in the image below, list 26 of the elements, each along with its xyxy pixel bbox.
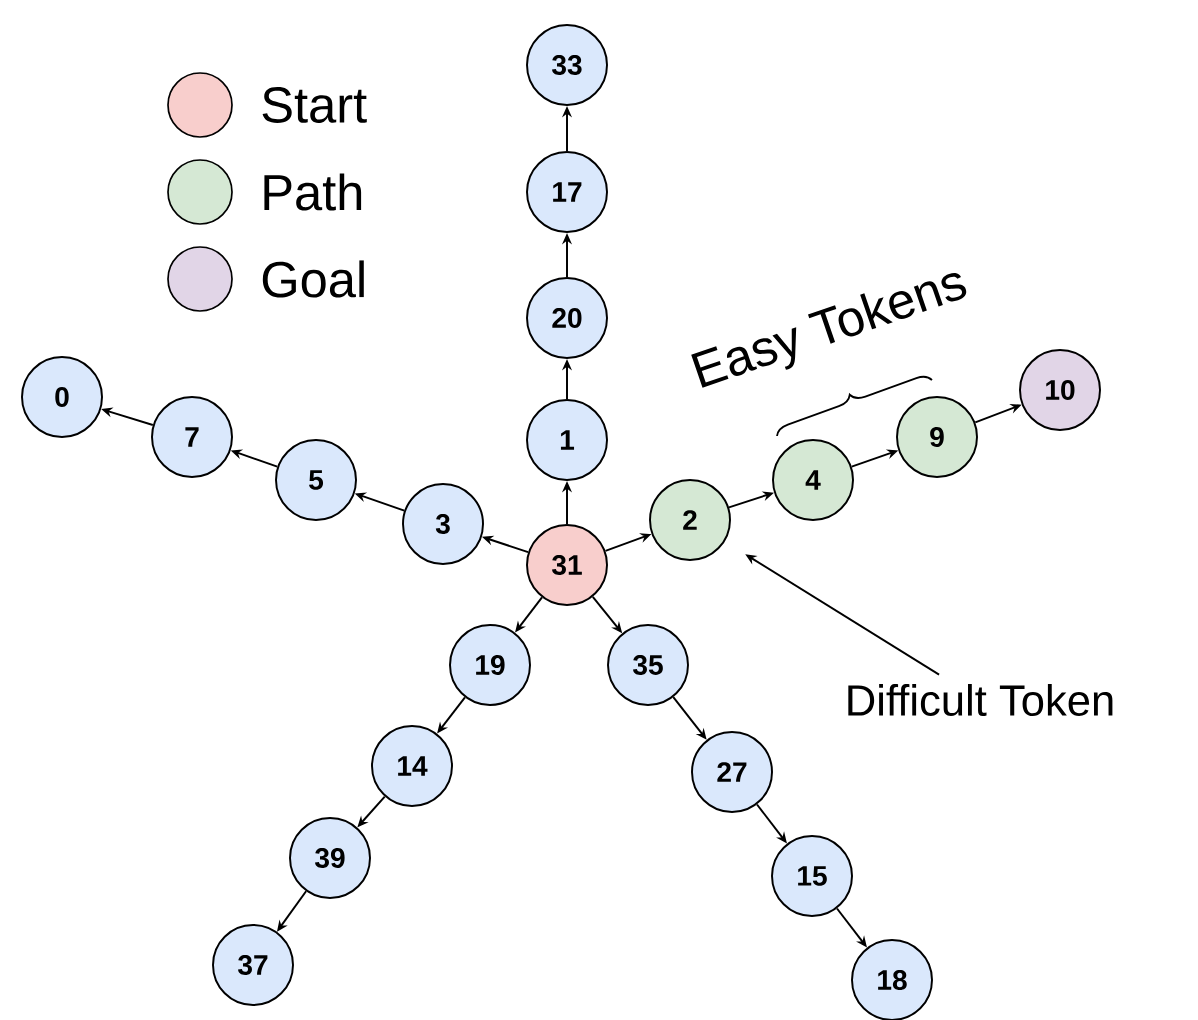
- graph-node: 9: [896, 396, 978, 478]
- graph-node: 2: [649, 479, 731, 561]
- graph-node: 3: [402, 483, 484, 565]
- graph-node: 0: [21, 356, 103, 438]
- graph-node: 37: [212, 924, 294, 1006]
- graph-node: 31: [526, 524, 608, 606]
- bracket-label: Easy Tokens: [691, 273, 967, 388]
- legend-text: Goal: [262, 260, 364, 298]
- graph-node: 10: [1019, 349, 1101, 431]
- graph-node: 1: [526, 399, 608, 481]
- graph-node: 35: [607, 624, 689, 706]
- graph-node: 27: [691, 731, 773, 813]
- annotation-text: Difficult Token: [848, 684, 1113, 716]
- graph-node: 5: [275, 439, 357, 521]
- graph-node: 14: [371, 725, 453, 807]
- graph-node: 19: [449, 624, 531, 706]
- graph-node: 20: [526, 277, 608, 359]
- graph-node: 18: [851, 939, 933, 1020]
- graph-node: 39: [289, 817, 371, 899]
- graph-node: 4: [772, 439, 854, 521]
- legend-text: Start: [262, 87, 367, 123]
- graph-node: 15: [771, 835, 853, 917]
- graph-node: 7: [151, 396, 233, 478]
- legend-text: Path: [264, 173, 362, 211]
- graph-node: 33: [526, 24, 608, 106]
- graph-node: 17: [526, 151, 608, 233]
